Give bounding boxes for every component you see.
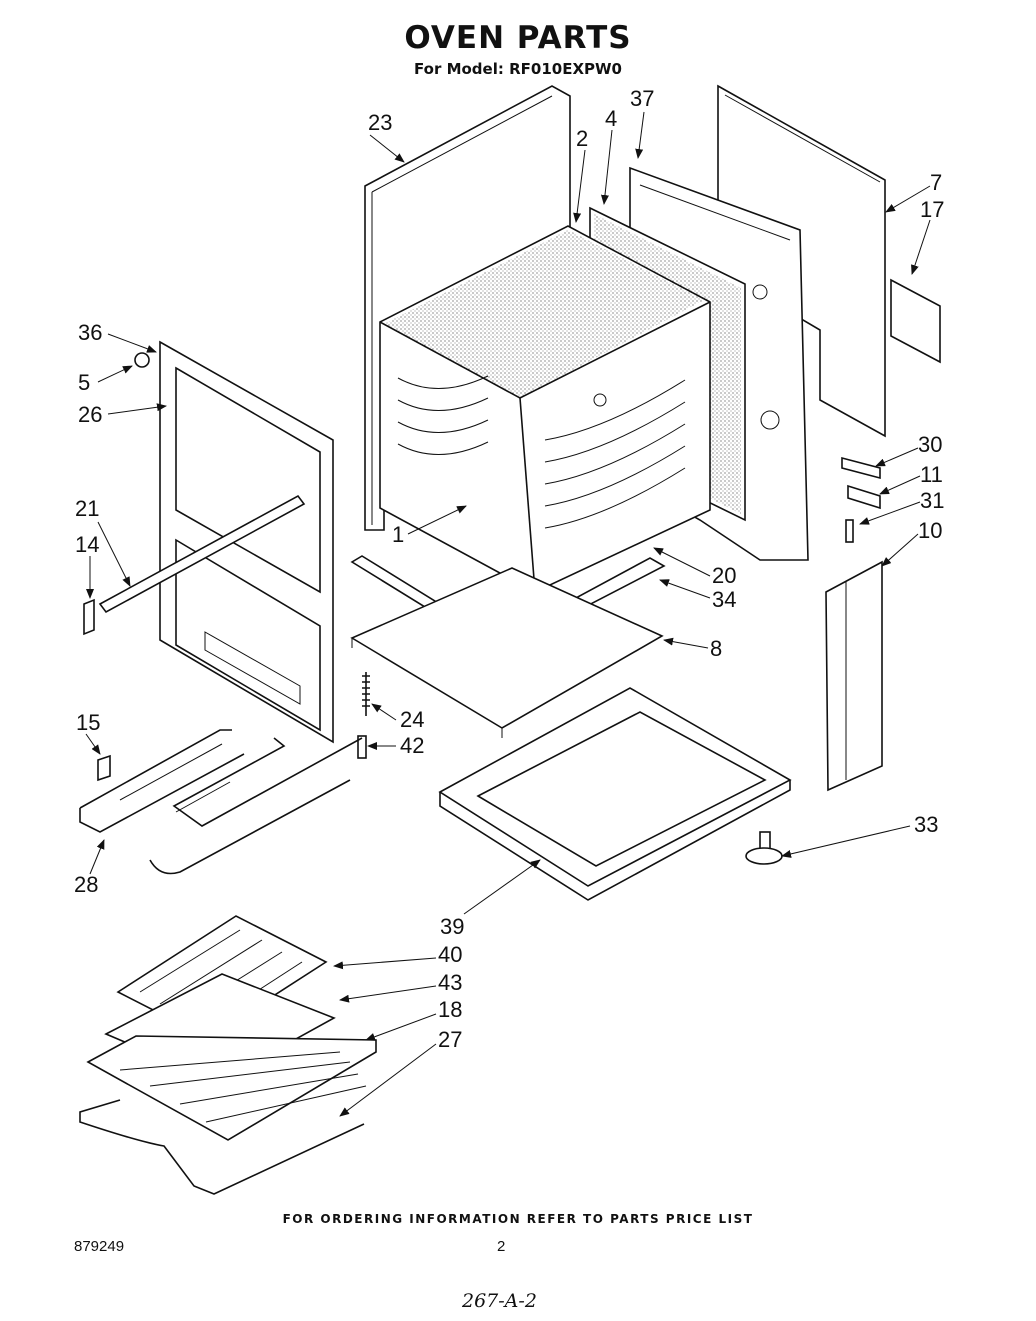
leveling-leg-part-33 — [745, 831, 783, 865]
callout-7: 7 — [930, 170, 942, 195]
callout-42: 42 — [400, 733, 424, 758]
drawer-tray-part-39 — [438, 687, 792, 901]
callout-1: 1 — [392, 522, 404, 547]
callout-26: 26 — [78, 402, 102, 427]
callout-33: 33 — [914, 812, 938, 837]
page-number: 2 — [497, 1238, 506, 1255]
terminal-block-part-30 — [841, 456, 881, 480]
side-trim-part-10 — [825, 560, 883, 792]
callout-34: 34 — [712, 587, 736, 612]
callout-5: 5 — [78, 370, 90, 395]
callout-2: 2 — [576, 126, 588, 151]
callout-28: 28 — [74, 872, 98, 897]
document-number: 879249 — [74, 1238, 125, 1255]
callout-37: 37 — [630, 86, 654, 111]
callout-30: 30 — [918, 432, 942, 457]
callout-leaders — [85, 111, 931, 1117]
callout-27: 27 — [438, 1027, 462, 1052]
callout-20: 20 — [712, 563, 736, 588]
rack-slide-part-21 — [98, 494, 306, 614]
oven-cavity-part-2 — [379, 225, 711, 593]
bracket-part-14 — [83, 598, 95, 636]
callout-31: 31 — [920, 488, 944, 513]
clip-part-5 — [134, 352, 150, 368]
callout-18: 18 — [438, 997, 462, 1022]
callout-24: 24 — [400, 707, 424, 732]
bracket-part-15 — [97, 754, 111, 782]
callout-43: 43 — [438, 970, 462, 995]
callout-40: 40 — [438, 942, 462, 967]
callout-labels: 1 2 4 5 7 8 10 11 14 15 17 18 20 21 23 2… — [74, 86, 944, 1052]
screw-part-31 — [845, 519, 854, 543]
oven-rack-part-18 — [86, 1035, 377, 1141]
callout-23: 23 — [368, 110, 392, 135]
page-title: OVEN PARTS — [404, 20, 632, 56]
callout-14: 14 — [75, 532, 99, 557]
callout-17: 17 — [920, 197, 944, 222]
oven-bottom-part-8 — [350, 567, 664, 738]
spring-part-24 — [362, 672, 370, 716]
callout-4: 4 — [605, 106, 617, 131]
model-subtitle: For Model: RF010EXPW0 — [414, 60, 622, 78]
broil-element-part-27 — [79, 1099, 365, 1195]
bake-element-part-28 — [79, 729, 363, 875]
door-frame-part-26 — [159, 340, 334, 744]
latch-part-42 — [357, 735, 367, 759]
callout-21: 21 — [75, 496, 99, 521]
callout-11: 11 — [920, 462, 943, 487]
callout-15: 15 — [76, 710, 100, 735]
callout-10: 10 — [918, 518, 942, 543]
callout-39: 39 — [440, 914, 464, 939]
bracket-part-11 — [847, 484, 881, 510]
callout-8: 8 — [710, 636, 722, 661]
cover-plate-part-17 — [890, 278, 941, 364]
handwritten-note: 267-A-2 — [462, 1290, 537, 1312]
ordering-info-footer: FOR ORDERING INFORMATION REFER TO PARTS … — [282, 1212, 754, 1226]
callout-36: 36 — [78, 320, 102, 345]
